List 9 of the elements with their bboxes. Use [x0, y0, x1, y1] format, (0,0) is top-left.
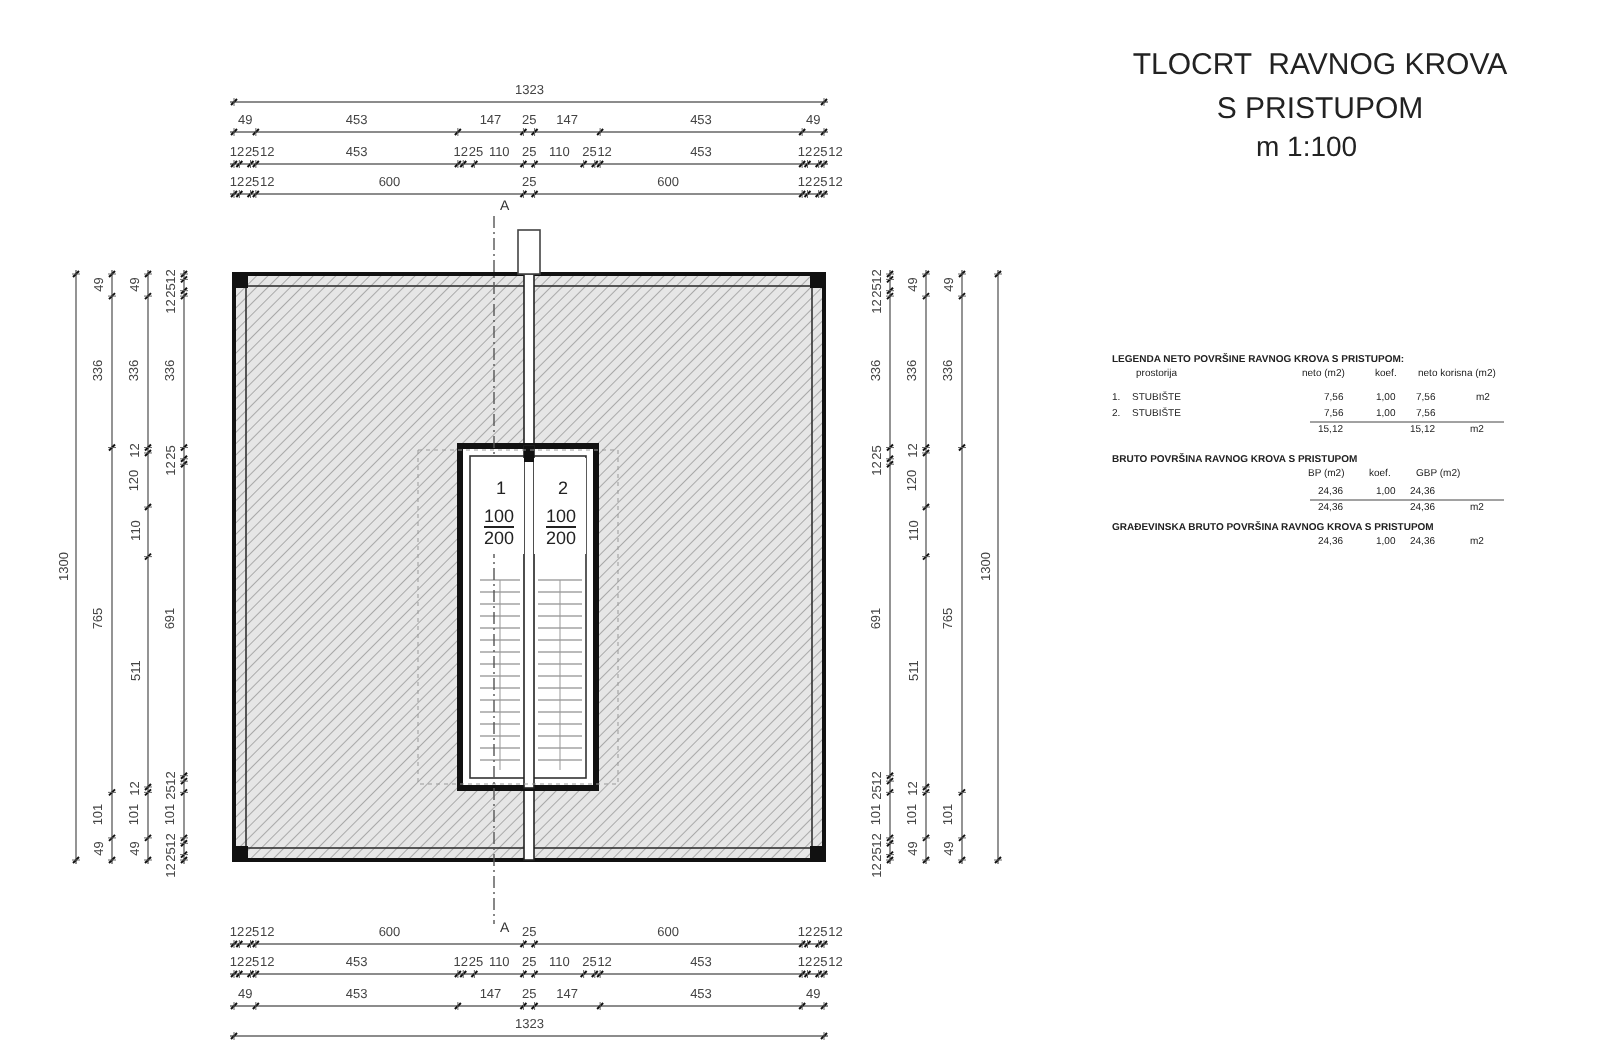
drawing-title: TLOCRT RAVNOG KROVA S PRISTUPOM — [1130, 46, 1510, 130]
opening-dimension: 100 — [484, 508, 515, 528]
room-area — [534, 458, 586, 554]
opening-dimension: 200 — [484, 530, 515, 548]
room-number: 2 — [558, 480, 569, 498]
opening-dimension: 200 — [546, 530, 577, 548]
room-number: 1 — [496, 480, 507, 498]
scale-text: m 1:100 — [1256, 132, 1358, 160]
opening-dimension: 100 — [546, 508, 577, 528]
